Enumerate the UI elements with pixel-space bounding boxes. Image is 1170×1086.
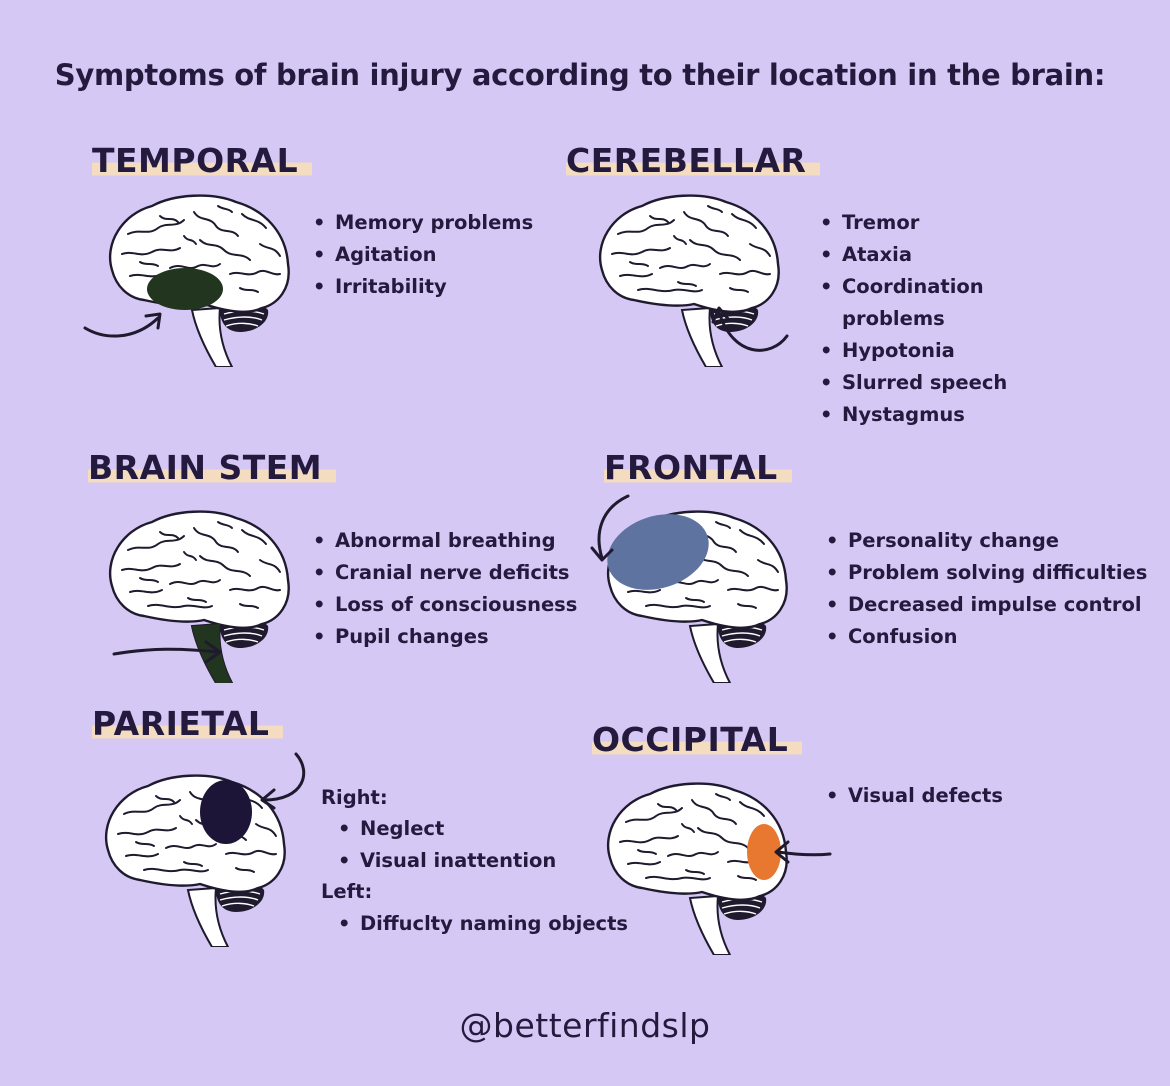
occipital-symptoms-list: Visual defects — [826, 780, 1003, 812]
list-item: Decreased impulse control — [826, 589, 1147, 621]
list-item: Ataxia — [820, 239, 1007, 271]
list-item: Visual inattention — [338, 845, 556, 877]
frontal-lobe-highlight — [607, 514, 709, 590]
brain-occipital-illustration — [598, 780, 798, 955]
social-handle: @betterfindslp — [459, 1006, 711, 1045]
pointer-arrow-icon — [260, 752, 306, 810]
heading-cerebellar: CEREBELLAR — [566, 141, 821, 180]
pointer-arrow-icon — [112, 640, 222, 664]
list-item: Loss of consciousness — [313, 589, 577, 621]
parietal-right-symptoms-list: Neglect Visual inattention — [338, 813, 556, 877]
list-item-continuation: problems — [842, 307, 945, 330]
list-item: Neglect — [338, 813, 556, 845]
temporal-lobe-highlight — [147, 268, 223, 310]
list-item: Tremor — [820, 207, 1007, 239]
pointer-arrow-icon — [83, 312, 162, 338]
list-item: Personality change — [826, 525, 1147, 557]
temporal-symptoms-list: Memory problems Agitation Irritability — [313, 207, 533, 303]
pointer-arrow-icon — [774, 840, 832, 864]
heading-parietal: PARIETAL — [92, 704, 284, 743]
brain-parietal-illustration — [96, 772, 296, 947]
brain-temporal-illustration — [100, 192, 300, 367]
list-item: Memory problems — [313, 207, 533, 239]
heading-temporal: TEMPORAL — [92, 141, 313, 180]
list-item: Problem solving difficulties — [826, 557, 1147, 589]
parietal-lobe-highlight — [200, 780, 252, 844]
infographic-title: Symptoms of brain injury according to th… — [54, 58, 1106, 92]
list-item: Diffuclty naming objects — [338, 908, 628, 940]
occipital-lobe-highlight — [747, 824, 781, 880]
list-item: Confusion — [826, 621, 1147, 653]
heading-occipital: OCCIPITAL — [592, 720, 803, 759]
pointer-arrow-icon — [590, 494, 630, 562]
parietal-right-label: Right: — [321, 786, 388, 809]
cerebellar-symptoms-list: Tremor Ataxia Coordination problems Hypo… — [820, 207, 1007, 431]
list-item: Abnormal breathing — [313, 525, 577, 557]
list-item: Hypotonia — [820, 335, 1007, 367]
list-item: Coordination — [820, 271, 1007, 303]
list-item: Slurred speech — [820, 367, 1007, 399]
list-item: Visual defects — [826, 780, 1003, 812]
brain-stem-symptoms-list: Abnormal breathing Cranial nerve deficit… — [313, 525, 577, 653]
pointer-arrow-icon — [711, 306, 789, 352]
brain-stem-illustration — [100, 508, 300, 683]
list-item: Pupil changes — [313, 621, 577, 653]
list-item: Nystagmus — [820, 399, 1007, 431]
frontal-symptoms-list: Personality change Problem solving diffi… — [826, 525, 1147, 653]
parietal-left-label: Left: — [321, 880, 373, 903]
parietal-left-symptoms-list: Diffuclty naming objects — [338, 908, 628, 940]
heading-brain-stem: BRAIN STEM — [88, 448, 337, 487]
list-item: Agitation — [313, 239, 533, 271]
heading-frontal: FRONTAL — [604, 448, 792, 487]
list-item: Irritability — [313, 271, 533, 303]
brain-frontal-illustration — [598, 508, 798, 683]
brain-stem-highlight — [192, 624, 232, 683]
list-item: Cranial nerve deficits — [313, 557, 577, 589]
